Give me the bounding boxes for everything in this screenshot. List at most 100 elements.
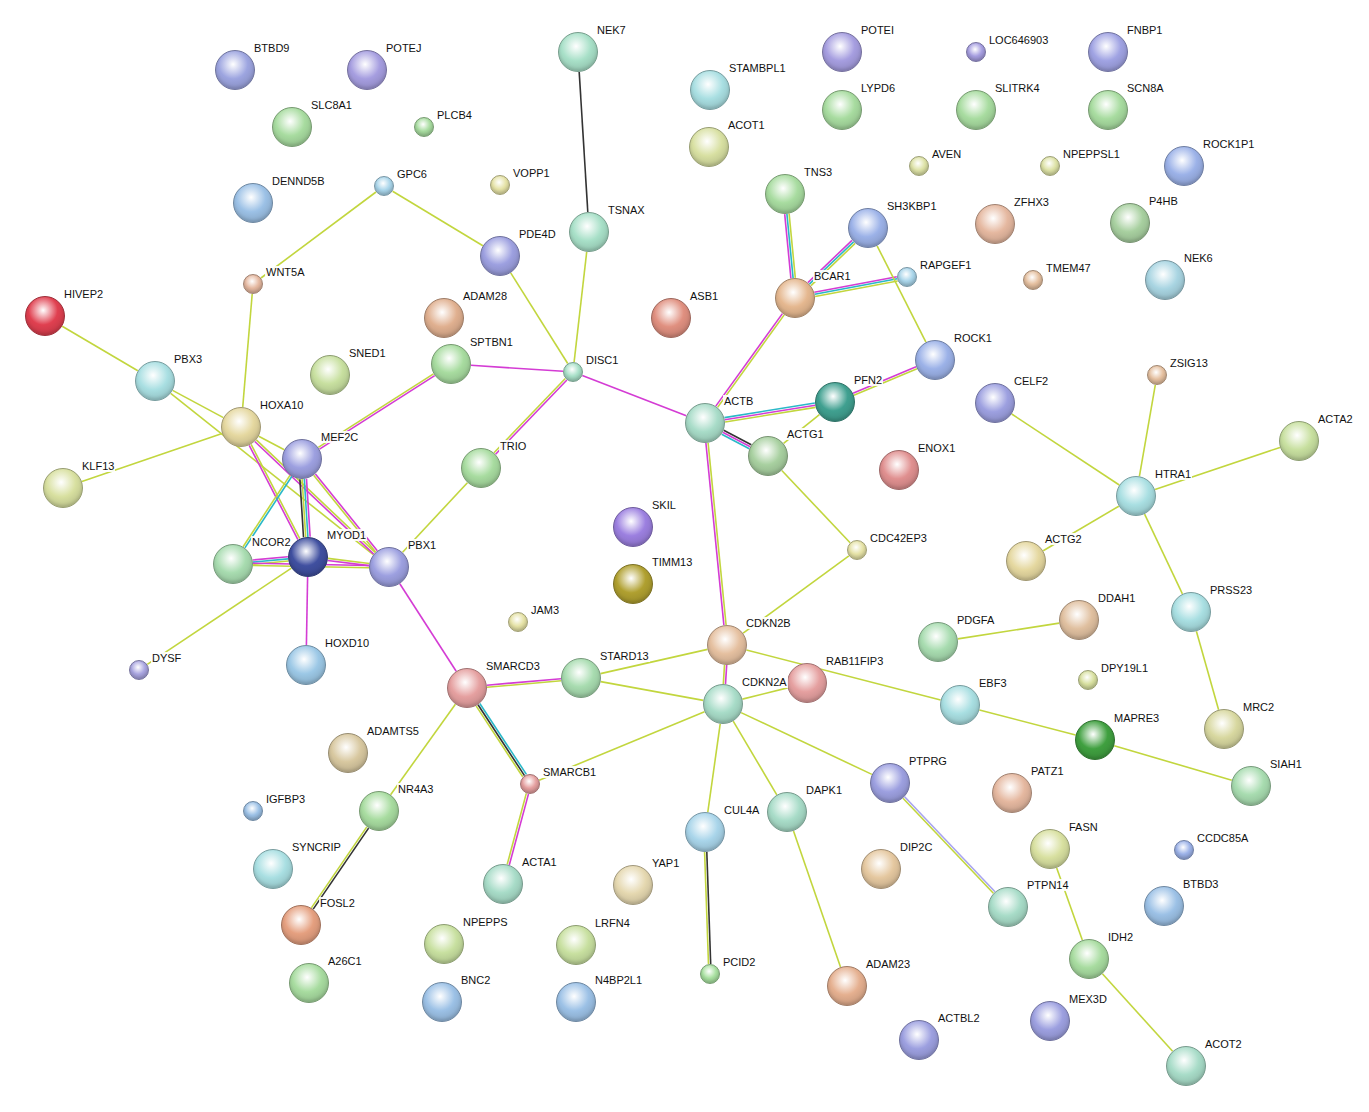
protein-label: FASN [1068,821,1099,833]
protein-node: MEF2C [282,439,322,479]
protein-label: SMARCB1 [542,766,597,778]
protein-label: SMARCD3 [485,660,541,672]
protein-label: CDKN2A [741,676,788,688]
protein-label: DAPK1 [805,784,843,796]
interaction-line [494,379,567,455]
interaction-line [173,390,224,417]
protein-label: SNED1 [348,347,387,359]
protein-label: MRC2 [1242,701,1275,713]
protein-node: CUL4A [685,812,725,852]
protein-node: ASB1 [651,298,691,338]
protein-node: CCDC85A [1174,840,1194,860]
protein-node: DPY19L1 [1078,670,1098,690]
protein-node: ACTG1 [748,436,788,476]
protein-node: HTRA1 [1116,476,1156,516]
protein-node: ACOT2 [1166,1046,1206,1086]
protein-node: NPEPPS [424,924,464,964]
interaction-line [300,479,310,537]
interaction-strand [509,794,528,865]
protein-node: ADAMTS5 [328,733,368,773]
interaction-strand [742,688,787,699]
protein-node: SMARCD3 [447,668,487,708]
interaction-strand [82,434,222,482]
protein-label: MYOD1 [326,529,367,541]
protein-node: ACOT1 [689,127,729,167]
protein-node: AVEN [909,156,929,176]
protein-label: DENND5B [271,175,326,187]
interaction-strand [725,405,816,420]
protein-label: NEK6 [1183,252,1214,264]
protein-node: ZFHX3 [975,204,1015,244]
protein-label: ZSIG13 [1169,357,1209,369]
protein-node: POTEI [822,32,862,72]
protein-node: WNT5A [243,274,263,294]
interaction-line [511,273,568,364]
protein-label: FNBP1 [1126,24,1163,36]
protein-node: DAPK1 [767,792,807,832]
interaction-strand [471,365,563,371]
interaction-line [1145,514,1183,594]
protein-node: IDH2 [1069,939,1109,979]
protein-node: STARD13 [561,658,601,698]
protein-node: P4HB [1110,203,1150,243]
interaction-strand [726,665,727,684]
protein-node: ACTA1 [483,864,523,904]
protein-node: GPC6 [374,176,394,196]
protein-node: NEK6 [1145,260,1185,300]
interaction-strand [794,831,841,967]
interaction-line [259,436,285,449]
protein-node: VOPP1 [490,175,510,195]
interaction-line [706,443,726,625]
protein-node: POTEJ [347,50,387,90]
protein-node: PRSS23 [1171,592,1211,632]
protein-label: CDC42EP3 [869,532,928,544]
interaction-line [733,721,777,795]
protein-node: A26C1 [289,963,329,1003]
interaction-strand [1012,414,1120,485]
protein-node: STAMBPL1 [690,70,730,110]
interaction-line [306,577,307,645]
protein-label: STAMBPL1 [728,62,787,74]
protein-node: NPEPPSL1 [1040,156,1060,176]
protein-label: HTRA1 [1154,468,1192,480]
interaction-strand [1196,631,1218,710]
protein-node: TIMM13 [613,564,653,604]
interaction-strand [328,561,369,566]
interaction-line [574,252,587,362]
protein-label: A26C1 [327,955,363,967]
interaction-line [487,679,561,688]
interaction-strand [706,443,724,625]
protein-label: PCID2 [722,956,756,968]
protein-label: JAM3 [530,604,560,616]
protein-node: SLITRK4 [956,90,996,130]
protein-label: RAPGEF1 [919,259,972,271]
protein-label: ACTG1 [786,428,825,440]
protein-label: ACTBL2 [937,1012,981,1024]
protein-label: YAP1 [651,857,680,869]
interaction-strand [539,712,704,781]
protein-node: PBX3 [135,361,175,401]
interaction-line [507,793,528,865]
protein-label: ROCK1P1 [1202,138,1255,150]
interaction-strand [733,721,777,795]
protein-node: PATZ1 [992,773,1032,813]
interaction-strand [171,393,374,554]
protein-node: ACTB [685,403,725,443]
interaction-strand [741,713,872,775]
protein-label: STARD13 [599,650,650,662]
protein-node: DYSF [129,660,149,680]
protein-node: LYPD6 [822,90,862,130]
interaction-line [243,294,253,407]
protein-label: IDH2 [1107,931,1134,943]
protein-node: BNC2 [422,982,462,1022]
protein-label: NCOR2 [251,536,292,548]
protein-node: JAM3 [508,612,528,632]
protein-node: IGFBP3 [243,801,263,821]
protein-label: CDKN2B [745,617,792,629]
interaction-strand [147,568,291,664]
protein-label: TMEM47 [1045,262,1092,274]
interaction-strand [718,315,785,408]
protein-label: ACTG2 [1044,533,1083,545]
protein-label: NEK7 [596,24,627,36]
interaction-strand [62,326,138,371]
